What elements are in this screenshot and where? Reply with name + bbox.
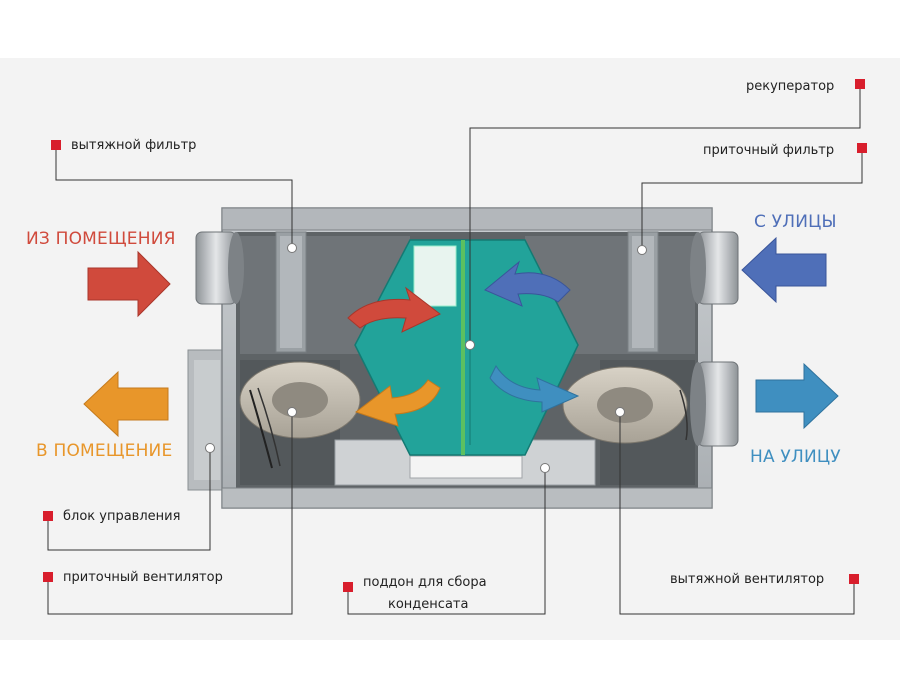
label-recuperator: рекуператор xyxy=(746,79,835,94)
marker-condensate xyxy=(343,582,353,592)
label-exhaust-fan: вытяжной вентилятор xyxy=(670,572,825,587)
flow-to-street: НА УЛИЦУ xyxy=(750,447,841,467)
internal-supply-arrow xyxy=(354,379,441,427)
arrow-to-room xyxy=(83,370,169,438)
internal-exhaust-arrow xyxy=(347,286,441,333)
supply-fan-part xyxy=(239,361,361,469)
label-condensate-line1: поддон для сбора xyxy=(363,575,487,590)
marker-exhaust-fan xyxy=(849,574,859,584)
leader-condensate xyxy=(347,468,546,615)
bottom-band xyxy=(0,640,900,700)
duct-left-top xyxy=(195,231,244,305)
leader-control-unit xyxy=(47,448,211,551)
label-markers xyxy=(43,79,867,592)
leader-supply-filter xyxy=(641,150,863,250)
marker-exhaust-filter xyxy=(51,140,61,150)
leader-exhaust-fan xyxy=(619,412,855,615)
exhaust-fan-part xyxy=(562,366,688,444)
duct-right-bottom xyxy=(690,361,739,447)
part-dots xyxy=(205,243,647,473)
arrow-from-room xyxy=(87,250,171,318)
marker-supply-fan xyxy=(43,572,53,582)
label-supply-filter: приточный фильтр xyxy=(703,143,835,158)
duct-right-top xyxy=(690,231,739,305)
label-control-unit: блок управления xyxy=(63,509,181,524)
arrow-from-street xyxy=(741,236,827,304)
marker-recuperator xyxy=(855,79,865,89)
flow-to-room: В ПОМЕЩЕНИЕ xyxy=(36,441,173,461)
flow-from-street: С УЛИЦЫ xyxy=(754,212,837,232)
label-condensate-line2: конденсата xyxy=(388,597,469,612)
label-exhaust-filter: вытяжной фильтр xyxy=(71,138,197,153)
flow-from-room: ИЗ ПОМЕЩЕНИЯ xyxy=(26,229,176,249)
internal-fresh-arrow xyxy=(484,260,571,307)
leader-lines xyxy=(47,88,863,615)
leader-exhaust-filter xyxy=(55,146,293,248)
marker-control-unit xyxy=(43,511,53,521)
arrow-to-street xyxy=(755,362,839,430)
leader-supply-fan xyxy=(47,412,293,615)
leader-recuperator xyxy=(469,88,861,345)
label-supply-fan: приточный вентилятор xyxy=(63,570,223,585)
supply-filter-part xyxy=(627,231,659,353)
control-unit-box xyxy=(187,349,227,491)
top-band xyxy=(0,0,900,58)
exhaust-filter-part xyxy=(275,231,307,353)
marker-supply-filter xyxy=(857,143,867,153)
internal-outgoing-arrow xyxy=(489,364,580,413)
